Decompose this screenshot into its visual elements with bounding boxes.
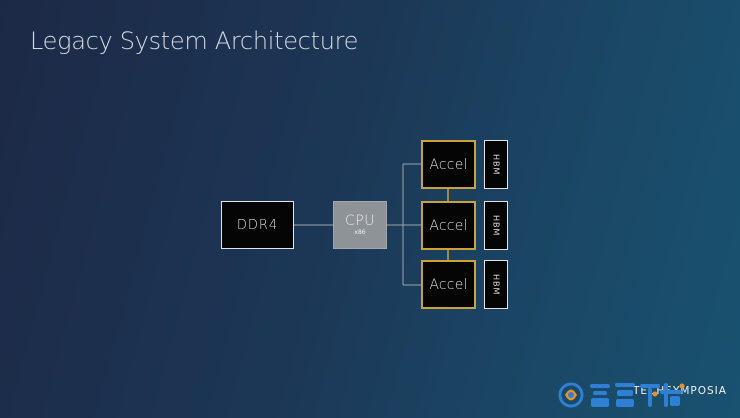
watermark-emblem-icon: [558, 382, 584, 408]
cpu-sublabel: x86: [354, 228, 366, 236]
hbm-label: HBM: [491, 273, 501, 296]
hbm-label: HBM: [491, 214, 501, 237]
accel-box-bottom: Accel: [421, 260, 476, 309]
accel-label: Accel: [429, 276, 468, 293]
accel-box-top: Accel: [421, 140, 476, 189]
hbm-box-top: HBM: [484, 140, 508, 189]
watermark-glyphs: [590, 383, 682, 407]
hbm-label: HBM: [491, 153, 501, 176]
watermark-accent-dot: [679, 383, 685, 389]
ddr4-memory-box: DDR4: [221, 201, 294, 249]
accel-box-middle: Accel: [421, 201, 476, 250]
ddr4-label: DDR4: [236, 217, 279, 233]
cpu-box: CPU x86: [333, 201, 387, 249]
cpu-label: CPU: [345, 212, 375, 229]
hbm-box-bottom: HBM: [484, 260, 508, 309]
accel-label: Accel: [429, 217, 468, 234]
slide-title: Legacy System Architecture: [30, 27, 359, 55]
watermark-accent-dot: [652, 391, 658, 397]
accel-label: Accel: [429, 156, 468, 173]
watermark-logo: [558, 382, 685, 408]
hbm-box-middle: HBM: [484, 201, 508, 250]
